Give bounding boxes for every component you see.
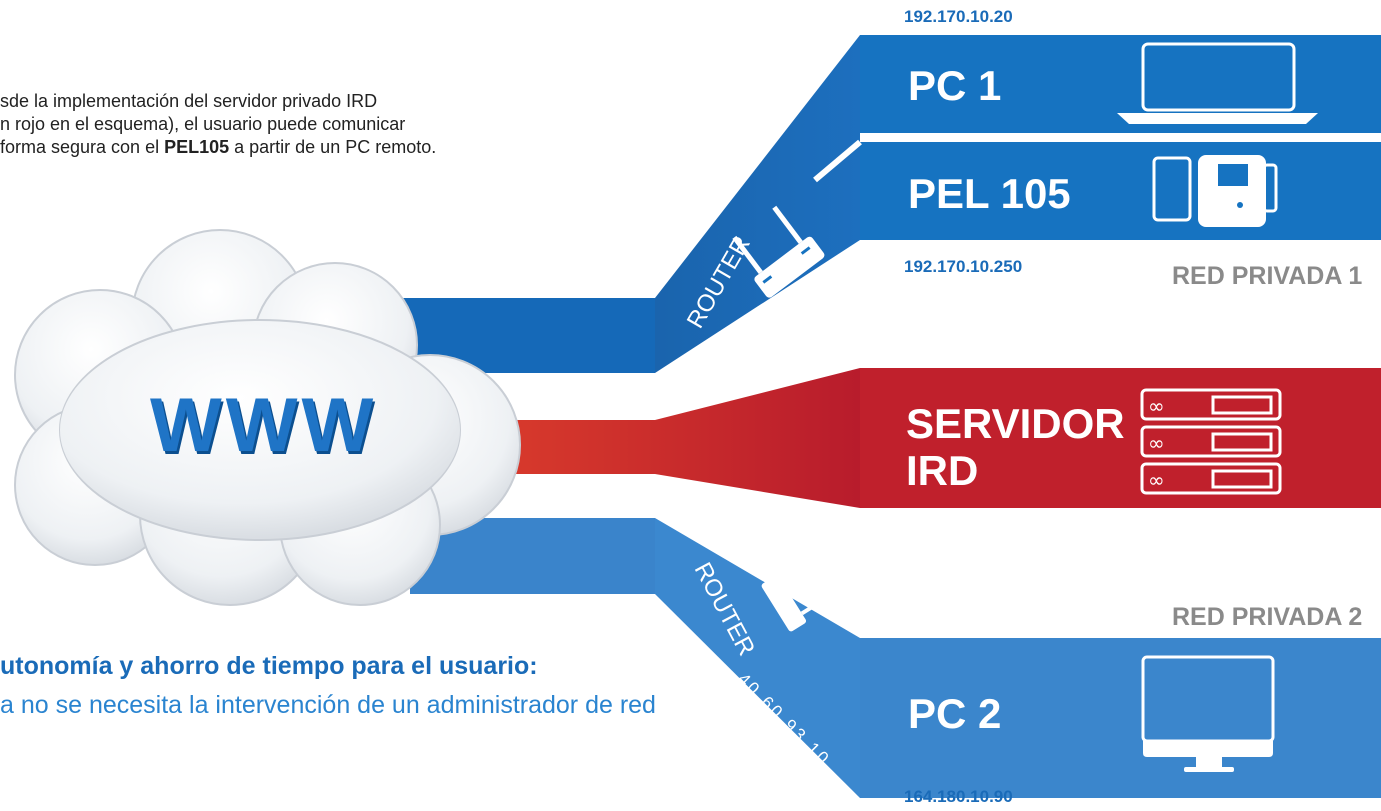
intro-line-1: sde la implementación del servidor priva… [0, 91, 378, 111]
private-network-2-label: RED PRIVADA 2 [1172, 603, 1363, 631]
intro-line-3: forma segura con el PEL105 a partir de u… [0, 136, 540, 159]
svg-text:∞: ∞ [1148, 394, 1165, 418]
intro-line-3-end: a partir de un PC remoto. [229, 137, 437, 157]
svg-text:∞: ∞ [1148, 431, 1165, 455]
pc2-label: PC 2 [908, 690, 1002, 737]
server-label-line2: IRD [906, 447, 979, 494]
cloud-label: WWW [150, 383, 378, 468]
laptop-icon [1117, 42, 1318, 124]
router-icon [732, 205, 825, 298]
intro-line-3-text: forma segura con el [0, 137, 165, 157]
server-rack-icon: ∞ ∞ ∞ [1140, 388, 1282, 495]
server-label-line1: SERVIDOR [906, 400, 1125, 447]
private-network-1-label: RED PRIVADA 1 [1172, 262, 1363, 290]
footer-headline: utonomía y ahorro de tiempo para el usua… [0, 652, 538, 680]
router-icon [761, 559, 835, 632]
intro-line-2: n rojo en el esquema), el usuario puede … [0, 114, 406, 134]
pel105-ip: 192.170.10.250 [904, 257, 1023, 276]
monitor-icon [1141, 655, 1275, 772]
intro-pel-highlight: PEL105 [164, 137, 230, 157]
svg-text:∞: ∞ [1148, 468, 1165, 492]
pc1-label: PC 1 [908, 62, 1002, 109]
pc2-ip: 164.180.10.90 [904, 787, 1013, 806]
cloud-icon [14, 229, 521, 606]
server-branch [500, 368, 1381, 508]
pel105-label: PEL 105 [908, 170, 1071, 217]
network2-branch [410, 518, 1381, 798]
intro-paragraph: sde la implementación del servidor priva… [0, 90, 540, 159]
datalogger-icon [1152, 155, 1278, 227]
footer-subline: a no se necesita la intervención de un a… [0, 691, 656, 719]
pc1-ip: 192.170.10.20 [904, 7, 1013, 26]
